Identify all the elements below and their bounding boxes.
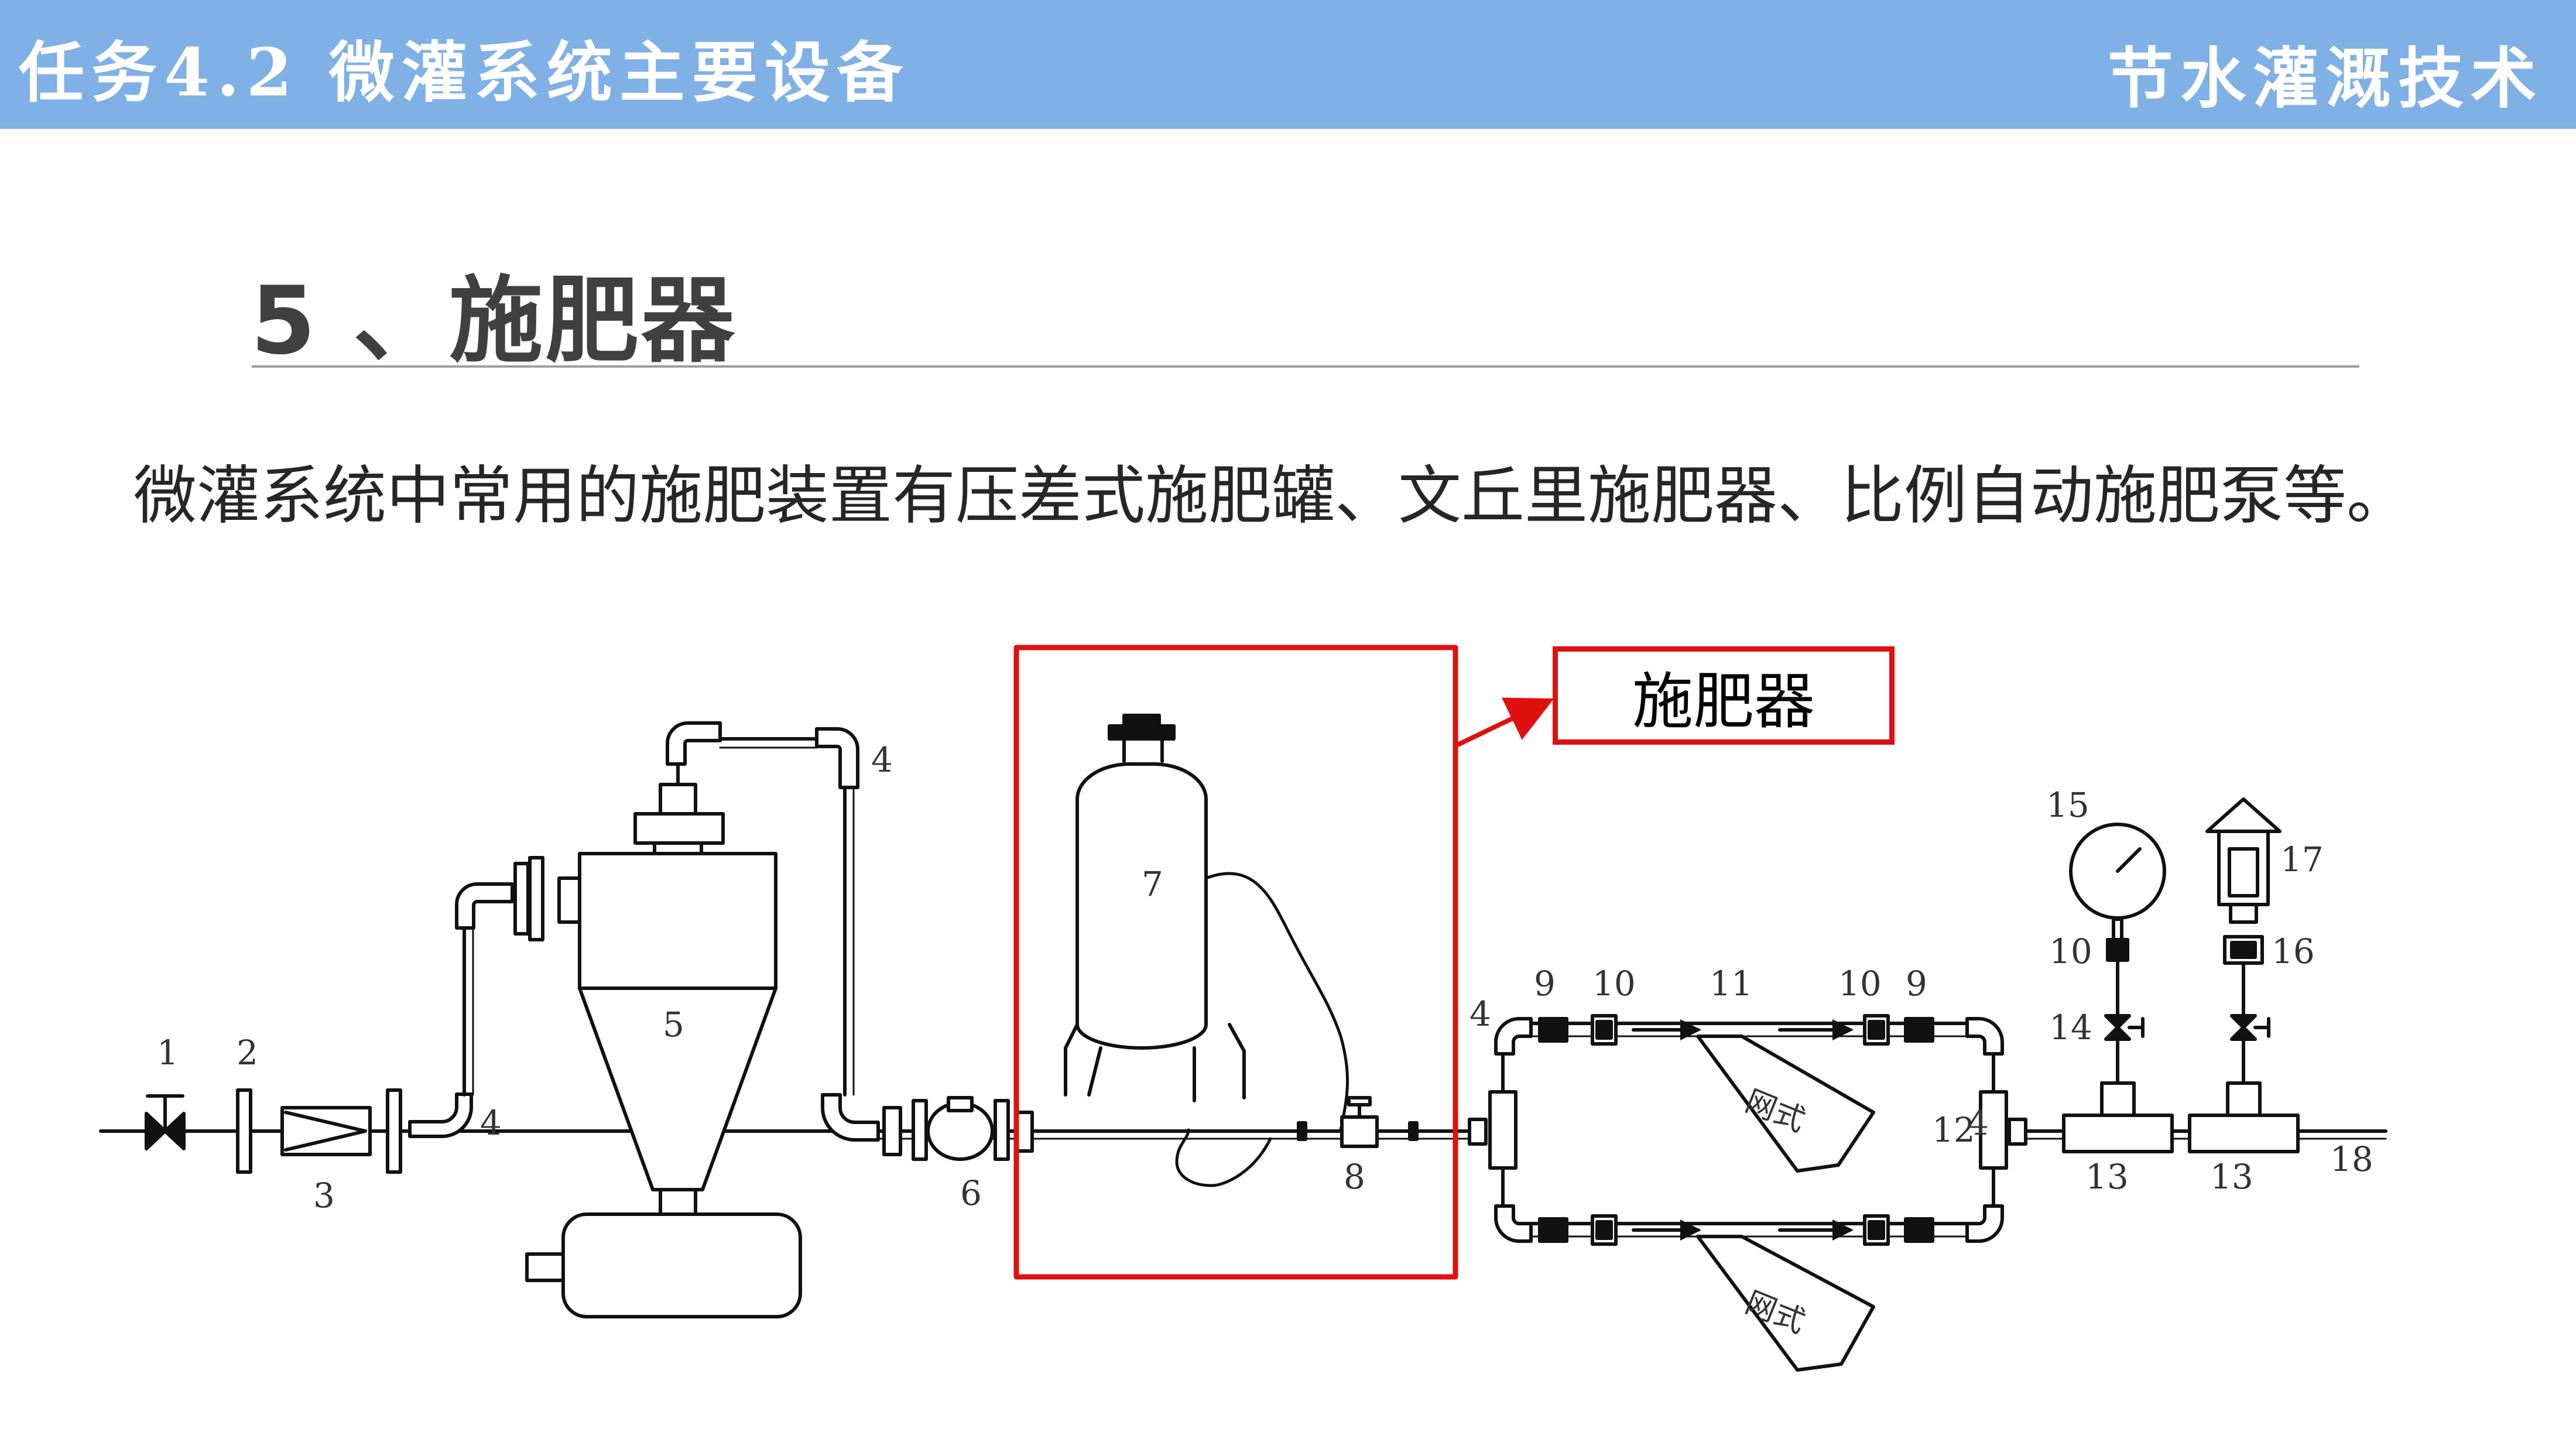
section-title: 5 、施肥器 [251, 266, 738, 375]
label-4b: 4 [871, 740, 893, 780]
label-9b: 9 [1906, 964, 1927, 1003]
bypass-valve [1340, 1096, 1379, 1148]
label-3: 3 [313, 1176, 335, 1215]
label-10b: 10 [1838, 964, 1882, 1003]
label-7: 7 [1142, 864, 1163, 904]
filter-branch-bottom [1529, 1204, 2004, 1372]
air-valve-shutoff [2230, 1014, 2270, 1041]
label-17: 17 [2280, 840, 2324, 879]
course-name: 节水灌溉技术 [2108, 40, 2543, 117]
intro-paragraph: 微灌系统中常用的施肥装置有压差式施肥罐、文丘里施肥器、比例自动施肥泵等。 [133, 460, 2410, 533]
elbow-left [408, 1092, 473, 1138]
label-8: 8 [1344, 1157, 1365, 1197]
header-bar: 任务4.2 微灌系统主要设备 节水灌溉技术 [0, 0, 2576, 129]
fertilizer-highlight-box [1013, 645, 1458, 1280]
label-18: 18 [2330, 1139, 2373, 1179]
label-10c: 10 [2049, 931, 2092, 971]
fertilizer-callout-label: 施肥器 [1553, 646, 1895, 745]
elbow-top [815, 727, 859, 789]
water-meter [882, 1096, 1034, 1161]
label-16: 16 [2272, 931, 2315, 971]
label-15: 15 [2046, 785, 2089, 825]
tee-left [2062, 1114, 2174, 1153]
gauge-valve [2104, 1014, 2145, 1041]
label-5: 5 [663, 1005, 684, 1044]
label-4a: 4 [480, 1103, 502, 1143]
label-6: 6 [960, 1173, 982, 1213]
filter-branch-top [1529, 1014, 2004, 1173]
label-11: 11 [1710, 964, 1753, 1003]
label-12: 12 [1932, 1110, 1975, 1150]
label-1: 1 [157, 1033, 179, 1073]
gate-valve [145, 1094, 186, 1150]
check-valve [280, 1106, 372, 1156]
elbow-right [821, 1093, 880, 1142]
label-14: 14 [2049, 1008, 2092, 1047]
label-4c: 4 [1469, 994, 1491, 1034]
label-10a: 10 [1592, 964, 1636, 1003]
label-13a: 13 [2085, 1157, 2129, 1197]
label-13b: 13 [2210, 1157, 2253, 1197]
task-title: 任务4.2 微灌系统主要设备 [19, 35, 910, 111]
callout-arrow [1455, 697, 1554, 747]
label-2: 2 [237, 1033, 258, 1073]
flange [236, 1088, 252, 1174]
label-9a: 9 [1534, 964, 1556, 1003]
fertilizer-tank [1064, 714, 1419, 1187]
title-divider [252, 365, 2359, 368]
sand-separator [525, 783, 802, 1318]
air-release-valve [2205, 797, 2282, 906]
label-4d: 4 [1967, 1103, 1989, 1143]
tee-right [2188, 1114, 2300, 1153]
